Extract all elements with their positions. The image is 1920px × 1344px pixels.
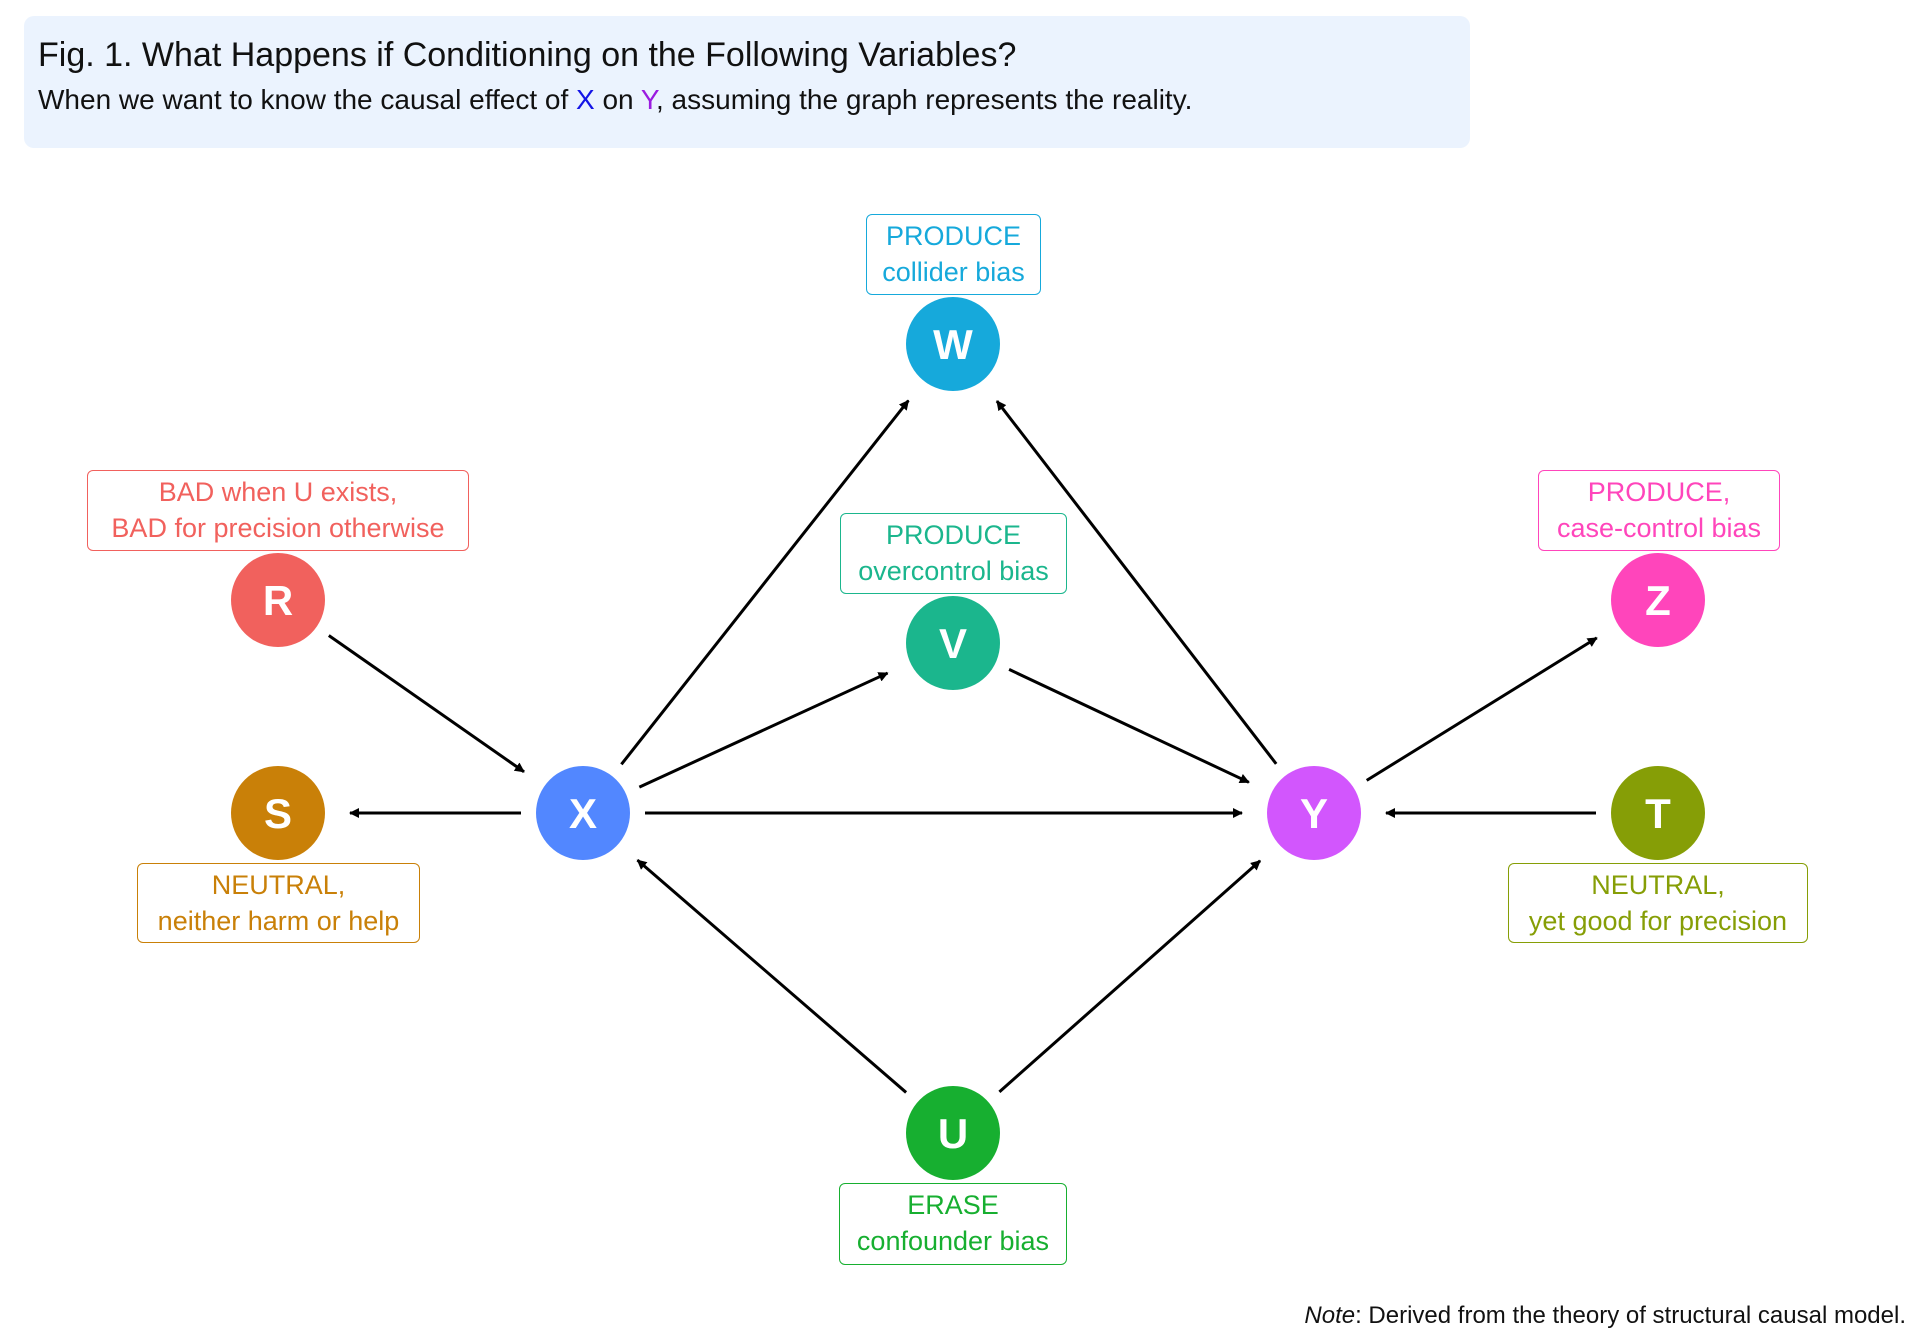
node-y: Y [1267,766,1361,860]
note-line-1: PRODUCE, [1587,477,1731,507]
edge-y-to-z [1365,636,1598,782]
footnote: Note: Derived from the theory of structu… [1304,1302,1906,1330]
node-circle-v [906,596,1000,690]
node-circle-y [1267,766,1361,860]
note-line-1: NEUTRAL, [211,870,346,900]
node-letter-v: V [939,620,967,667]
node-note-w: PRODUCE collider bias [866,214,1041,295]
edges-layer [327,399,1598,1094]
node-u: U [906,1086,1000,1180]
note-line-1: PRODUCE [885,520,1021,550]
node-letter-w: W [933,321,973,368]
node-r: R [231,553,325,647]
node-letter-s: S [264,790,292,837]
footnote-text: : Derived from the theory of structural … [1355,1302,1906,1329]
node-note-v: PRODUCE overcontrol bias [840,513,1067,594]
node-w: W [906,297,1000,391]
node-letter-t: T [1645,790,1671,837]
footnote-italic: Note [1304,1302,1356,1329]
note-line-2: overcontrol bias [858,556,1049,586]
subtitle-mid: on [594,84,641,115]
edge-r-to-x [327,634,525,774]
note-line-1: PRODUCE [885,221,1021,251]
edge-x-to-v [638,671,889,789]
figure-subtitle: When we want to know the causal effect o… [38,84,1192,116]
note-line-2: confounder bias [856,1226,1050,1256]
node-circle-u [906,1086,1000,1180]
figure-title: Fig. 1. What Happens if Conditioning on … [38,36,1017,74]
note-line-2: neither harm or help [157,906,400,936]
note-line-1: BAD when U exists, [158,477,398,507]
nodes-layer: W R V Z S X Y T U [231,297,1705,1180]
node-letter-u: U [938,1110,968,1157]
node-note-t: NEUTRAL, yet good for precision [1508,863,1808,943]
edge-x-to-w [620,399,910,766]
edge-y-to-w [995,400,1278,765]
subtitle-post: , assuming the graph represents the real… [655,84,1193,115]
node-letter-y: Y [1300,790,1328,837]
node-circle-w [906,297,1000,391]
node-s: S [231,766,325,860]
edge-u-to-x [636,858,908,1094]
note-line-2: collider bias [882,257,1025,287]
node-note-u: ERASE confounder bias [839,1183,1067,1265]
edge-u-to-y [998,859,1262,1093]
node-note-s: NEUTRAL, neither harm or help [137,863,420,943]
note-line-2: case-control bias [1556,513,1762,543]
node-v: V [906,596,1000,690]
node-note-z: PRODUCE, case-control bias [1538,470,1780,551]
node-circle-x [536,766,630,860]
node-x: X [536,766,630,860]
node-circle-r [231,553,325,647]
edge-v-to-y [1008,668,1250,784]
note-line-2: BAD for precision otherwise [111,513,445,543]
node-t: T [1611,766,1705,860]
figure-header: Fig. 1. What Happens if Conditioning on … [24,16,1470,148]
node-circle-s [231,766,325,860]
subtitle-y: Y [640,84,656,115]
subtitle-x: X [576,84,595,115]
node-letter-z: Z [1645,577,1671,624]
node-letter-r: R [263,577,293,624]
node-z: Z [1611,553,1705,647]
node-circle-t [1611,766,1705,860]
note-line-2: yet good for precision [1528,906,1788,936]
node-letter-x: X [569,790,597,837]
node-circle-z [1611,553,1705,647]
subtitle-pre: When we want to know the causal effect o… [38,84,577,115]
note-line-1: ERASE [907,1190,999,1220]
note-line-1: NEUTRAL, [1591,870,1725,900]
node-note-r: BAD when U exists, BAD for precision othe… [87,470,469,551]
